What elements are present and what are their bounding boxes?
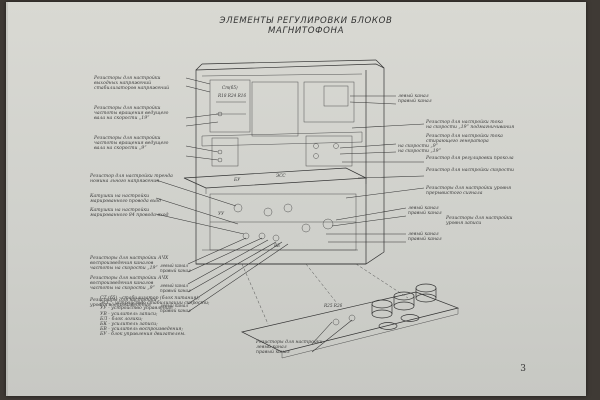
legend-item: СТ (б5) - стабилизатор (блок питания); <box>100 296 200 301</box>
right-label-2: Резистор для настройки тока на скорости … <box>426 120 515 131</box>
bottom-block-label: ВЕ <box>274 243 281 248</box>
right-label-7: Резисторы для настройки уровня прерывист… <box>426 186 512 197</box>
legend-item: УВ - усилитель записи; <box>100 311 158 317</box>
legend-item: БВ - усилитель воспроизведения; <box>100 327 184 333</box>
left-label-9: Резисторы для настройки уровня воспроизв… <box>90 298 157 309</box>
legend: СТ (б5) - стабилизатор (блок питания); Э… <box>100 296 209 338</box>
right-leaders <box>311 95 425 353</box>
legend-item: БК - усилитель записи; <box>100 322 158 328</box>
left-label-2: Резисторы для настройки частоты вращения… <box>94 106 169 122</box>
mid-block-label: ЭСС <box>276 173 286 178</box>
legend-item: БУ - блок управления двигателем. <box>100 332 186 338</box>
bottom-label: Резисторы для настройки левый канал прав… <box>256 340 323 356</box>
left-leaders <box>155 77 289 313</box>
left-label-6: Катушки на настройки марированного 84 пр… <box>90 208 169 219</box>
right-label-8: левый канал правый канал <box>408 206 442 217</box>
lower-block2-label: УУ <box>218 211 225 216</box>
top-block-sublabel: R18 R24 R16 <box>218 93 247 98</box>
left-label-1: Резисторы для настройки выходных напряже… <box>94 76 170 92</box>
document-page: ЭЛЕМЕНТЫ РЕГУЛИРОВКИ БЛОКОВ МАГНИТОФОНА <box>6 2 586 396</box>
right-label-5: Резистор для регулировки прокола <box>426 156 514 161</box>
legend-item: УУ - устройство управления; <box>100 306 174 312</box>
channel-label-1: левый канал правый канал <box>160 263 191 273</box>
device-drawing <box>155 59 460 359</box>
right-label-9: Резисторы для настройки уровня записи <box>446 216 513 227</box>
left-label-4: Резистор для настройки тренда номина льн… <box>90 174 173 185</box>
left-label-8: Резисторы для настройки АЧХ воспроизведе… <box>90 276 169 292</box>
channel-label-2: левый канал правый канал <box>160 283 191 293</box>
projection-lines <box>241 263 409 325</box>
board-label: R25 R26 <box>324 303 343 308</box>
top-block-label: Ст(б5) <box>222 85 238 90</box>
left-label-7: Резисторы для настройки АЧХ воспроизведе… <box>90 256 169 272</box>
legend-item: ЭСС - устройство стабилизации скорости; <box>100 301 210 307</box>
lower-block-label: БУ <box>234 177 241 182</box>
left-label-5: Катушки на настройки марированного прово… <box>90 194 162 205</box>
left-label-3: Резисторы для настройки частоты вращения… <box>94 136 169 152</box>
page-number: 3 <box>520 364 526 374</box>
legend-item: БЛ - блок логики; <box>100 316 143 322</box>
right-label-3: Резистор для настройки тока стирающего г… <box>426 134 503 145</box>
page-edge <box>6 2 8 396</box>
channel-label-3: левый канал правый канал <box>160 303 191 313</box>
bottom-board <box>240 283 460 359</box>
page-title: ЭЛЕМЕНТЫ РЕГУЛИРОВКИ БЛОКОВ МАГНИТОФОНА <box>219 16 393 36</box>
cabinet-outline <box>183 59 385 265</box>
right-label-4: на скорости „9” на скорости „19” <box>398 144 441 155</box>
right-label-6: Резистор для настройки скорости <box>426 168 514 173</box>
right-label-10: левый канал правый канал <box>408 232 442 243</box>
right-label-1: левый канал правый канал <box>398 94 432 105</box>
